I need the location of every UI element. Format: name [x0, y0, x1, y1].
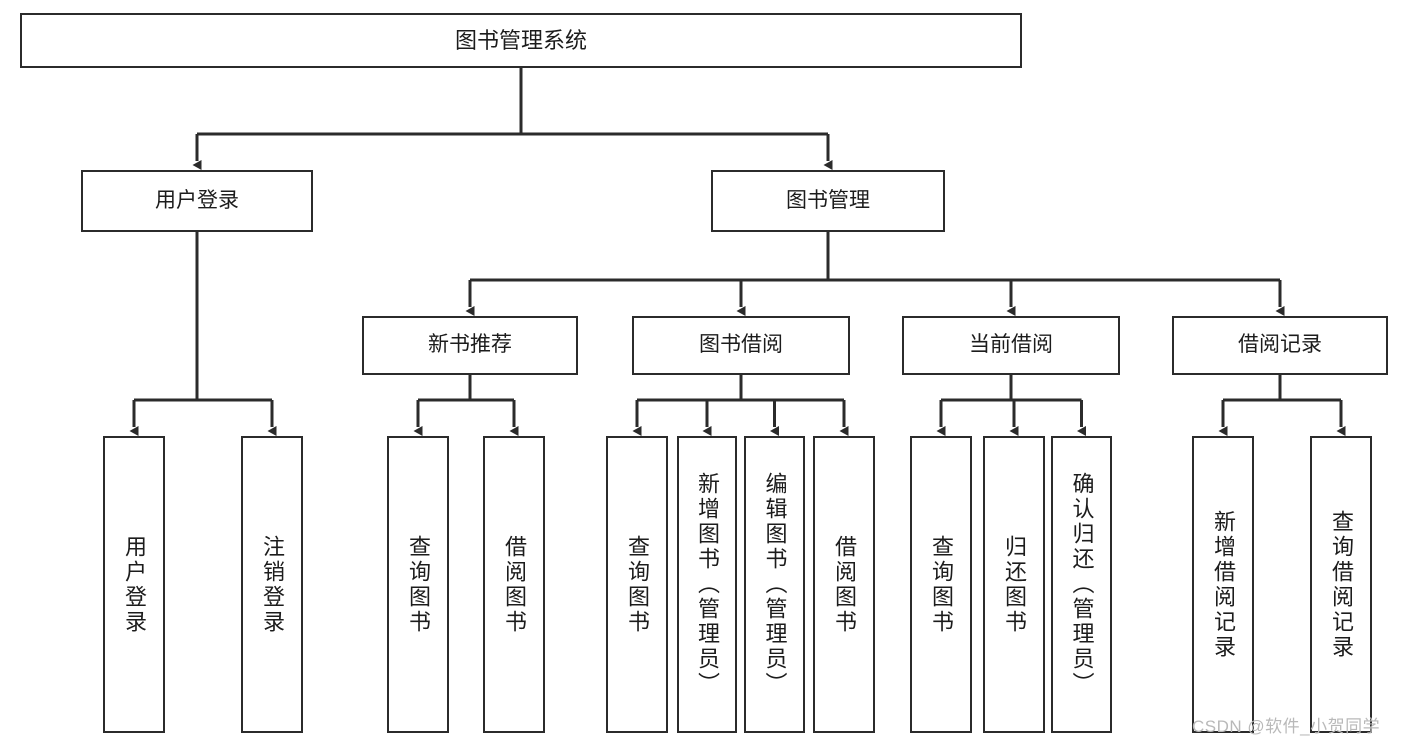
node-borrow[interactable]: 图书借阅	[632, 316, 850, 375]
node-leaf-current-2[interactable]: 归还图书	[983, 436, 1045, 733]
node-leaf-records-1[interactable]: 新增借阅记录	[1192, 436, 1254, 733]
node-leaf-borrow-4[interactable]: 借阅图书	[813, 436, 875, 733]
node-label: 图书管理	[786, 188, 870, 212]
node-label: 图书管理系统	[454, 27, 587, 53]
node-label: 新增借阅记录	[1211, 509, 1236, 660]
node-leaf-borrow-3[interactable]: 编辑图书（管理员）	[744, 436, 805, 733]
node-label: 借阅图书	[832, 534, 857, 635]
node-label: 查询图书	[406, 534, 431, 635]
node-current[interactable]: 当前借阅	[902, 316, 1120, 375]
node-records[interactable]: 借阅记录	[1172, 316, 1388, 375]
node-leaf-current-1[interactable]: 查询图书	[910, 436, 972, 733]
node-leaf-login-1[interactable]: 用户登录	[103, 436, 165, 733]
node-label: 借阅图书	[502, 534, 527, 635]
node-label: 编辑图书（管理员）	[762, 472, 788, 697]
node-label: 图书借阅	[699, 333, 783, 357]
node-label: 用户登录	[122, 534, 147, 635]
node-label: 查询图书	[929, 534, 954, 635]
csdn-watermark: CSDN @软件_小贺同学	[1192, 717, 1381, 736]
node-leaf-newbook-1[interactable]: 查询图书	[387, 436, 449, 733]
node-leaf-records-2[interactable]: 查询借阅记录	[1310, 436, 1372, 733]
node-label: 归还图书	[1002, 534, 1027, 635]
node-login[interactable]: 用户登录	[81, 170, 313, 232]
node-label: 确认归还（管理员）	[1069, 472, 1095, 697]
node-label: 当前借阅	[969, 333, 1053, 357]
node-label: 新增图书（管理员）	[695, 472, 720, 697]
node-leaf-login-2[interactable]: 注销登录	[241, 436, 303, 733]
node-leaf-borrow-1[interactable]: 查询图书	[606, 436, 668, 733]
node-leaf-borrow-2[interactable]: 新增图书（管理员）	[677, 436, 737, 733]
node-label: 查询借阅记录	[1329, 509, 1354, 660]
node-newbook[interactable]: 新书推荐	[362, 316, 578, 375]
node-label: 新书推荐	[428, 333, 512, 357]
node-bookmgmt[interactable]: 图书管理	[711, 170, 945, 232]
node-leaf-current-3[interactable]: 确认归还（管理员）	[1051, 436, 1112, 733]
node-label: 借阅记录	[1238, 333, 1322, 357]
node-label: 查询图书	[625, 534, 650, 635]
node-leaf-newbook-2[interactable]: 借阅图书	[483, 436, 545, 733]
node-label: 注销登录	[260, 534, 285, 635]
node-root[interactable]: 图书管理系统	[20, 13, 1022, 68]
node-label: 用户登录	[155, 188, 239, 212]
